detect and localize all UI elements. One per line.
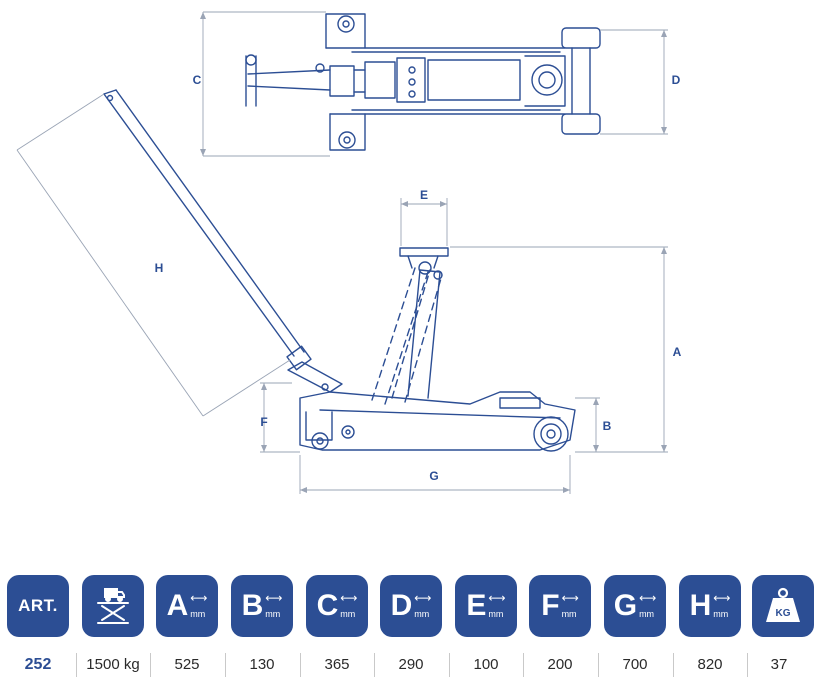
tile-b: B ⟷ mm [231,575,293,637]
tile-a-unit: mm [190,609,206,619]
capacity-tile [82,575,144,637]
top-view [245,13,601,151]
side-pump-lever [287,361,343,393]
dim-label-d: D [672,73,681,87]
tile-d: D ⟷ mm [380,575,442,637]
double-arrow-icon: ⟷ [488,591,506,605]
tile-c: C ⟷ mm [306,575,368,637]
top-handle-grip [245,55,257,107]
tile-d-unit: mm [414,609,430,619]
top-caster-bracket-lower [329,113,366,151]
tile-c-letter: C [316,589,339,622]
value-d: 290 [398,656,424,673]
double-arrow-icon: ⟷ [561,591,579,605]
weight-icon: KG [766,587,800,622]
value-separator [523,653,524,677]
top-caster-wheel-lower [338,131,356,149]
dimension-lines [16,11,668,494]
value-separator [449,653,450,677]
tile-a-letter: A [166,589,189,622]
side-view [103,89,576,452]
lift-capacity-icon [97,588,129,624]
tile-g: G ⟷ mm [604,575,666,637]
top-caster-bracket-upper [325,13,366,49]
dimension-arrowheads [200,12,667,493]
tile-g-unit: mm [639,609,655,619]
weight-tile: KG [752,575,814,637]
dim-label-h: H [155,261,164,275]
tile-f: F ⟷ mm [529,575,591,637]
tile-e-letter: E [466,589,487,622]
value-separator [747,653,748,677]
double-arrow-icon: ⟷ [639,591,657,605]
double-arrow-icon: ⟷ [190,591,208,605]
value-weight: 37 [770,656,788,673]
double-arrow-icon: ⟷ [713,591,731,605]
top-pump-cylinder [427,59,521,101]
top-handle-bar [247,69,331,91]
side-rear-caster-bracket [305,411,333,441]
dim-label-b: B [603,419,612,433]
tile-h-letter: H [689,589,712,622]
dim-label-e: E [420,188,428,202]
side-rear-caster-wheel [311,432,329,450]
top-saddle-plate [531,64,563,96]
tile-b-unit: mm [265,609,281,619]
tile-h-unit: mm [713,609,729,619]
weight-tile-label: KG [776,608,791,619]
dim-label-c: C [193,73,202,87]
tile-b-letter: B [241,589,264,622]
dim-label-a: A [673,345,682,359]
top-front-wheel-upper [561,27,601,49]
value-f: 200 [547,656,573,673]
double-arrow-icon: ⟷ [340,591,358,605]
value-separator [673,653,674,677]
value-separator [598,653,599,677]
value-h: 820 [697,656,723,673]
jack-technical-drawing: C D E A B F G H [16,11,682,494]
side-front-wheel [533,416,569,452]
value-separator [225,653,226,677]
value-b: 130 [249,656,275,673]
top-frame-rails [325,47,566,115]
value-capacity: 1500 kg [86,656,140,673]
top-front-wheel-lower [561,113,601,135]
tile-e: E ⟷ mm [455,575,517,637]
value-art: 252 [24,656,52,673]
art-tile-label: ART. [18,596,58,615]
value-g: 700 [622,656,648,673]
tile-d-letter: D [390,589,413,622]
value-separator [374,653,375,677]
value-c: 365 [324,656,350,673]
tile-g-letter: G [613,589,638,622]
tile-f-letter: F [541,589,560,622]
side-pivot-bolt [341,425,355,439]
art-tile: ART. [7,575,69,637]
double-arrow-icon: ⟷ [414,591,432,605]
tile-a: A ⟷ mm [156,575,218,637]
tile-h: H ⟷ mm [679,575,741,637]
side-lift-arm-raised [371,267,429,405]
value-separator [150,653,151,677]
double-arrow-icon: ⟷ [265,591,283,605]
top-caster-wheel-upper [337,15,355,33]
value-e: 100 [473,656,499,673]
value-a: 525 [174,656,200,673]
side-chassis [299,391,576,451]
tile-f-unit: mm [561,609,577,619]
side-handle [103,89,305,357]
tile-c-unit: mm [340,609,356,619]
dim-label-f: F [260,415,267,429]
tile-e-unit: mm [488,609,504,619]
side-handle-socket [286,345,312,371]
dim-label-g: G [429,469,438,483]
value-separator [300,653,301,677]
value-separator [76,653,77,677]
side-saddle [399,247,449,257]
